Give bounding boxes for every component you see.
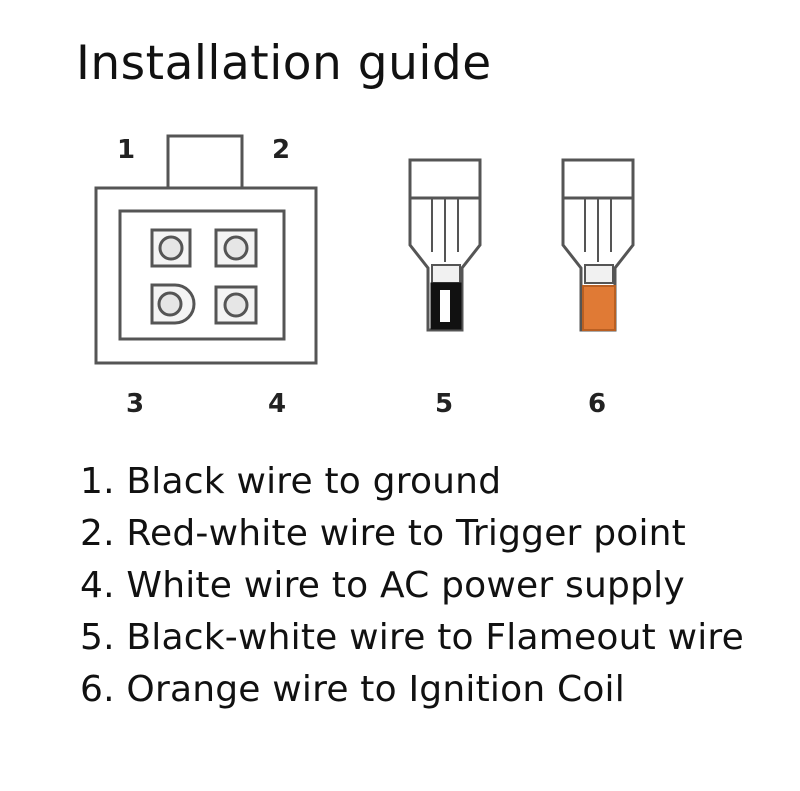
pin-3-socket <box>150 283 196 325</box>
instruction-item: 6. Orange wire to Ignition Coil <box>80 664 744 716</box>
instruction-number: 1. <box>80 461 115 502</box>
instruction-item: 4. White wire to AC power supply <box>80 560 744 612</box>
terminal-5 <box>408 158 482 332</box>
instruction-number: 6. <box>80 669 115 710</box>
instruction-number: 4. <box>80 565 115 606</box>
connector-face <box>118 209 286 341</box>
connector-tab <box>166 134 244 190</box>
instruction-item: 1. Black wire to ground <box>80 456 744 508</box>
terminal-6-insert <box>582 285 616 331</box>
terminal-6 <box>561 158 635 332</box>
instruction-number: 5. <box>80 617 115 658</box>
pin-label-6: 6 <box>588 389 606 419</box>
instruction-list: 1. Black wire to ground 2. Red-white wir… <box>80 456 744 716</box>
pin-label-4: 4 <box>268 389 286 419</box>
instruction-item: 5. Black-white wire to Flameout wire <box>80 612 744 664</box>
instruction-number: 2. <box>80 513 115 554</box>
wiring-diagram: 1 2 3 4 5 6 <box>94 134 635 419</box>
pin-label-2: 2 <box>272 135 290 165</box>
instruction-item: 2. Red-white wire to Trigger point <box>80 508 744 560</box>
instruction-text: Red-white wire to Trigger point <box>126 513 687 554</box>
page-title: Installation guide <box>76 36 492 91</box>
instruction-text: White wire to AC power supply <box>126 565 685 606</box>
instruction-text: Black-white wire to Flameout wire <box>126 617 744 658</box>
pin-label-3: 3 <box>126 389 144 419</box>
pin-4-socket <box>214 285 258 325</box>
pin-label-1: 1 <box>117 135 135 165</box>
instruction-text: Orange wire to Ignition Coil <box>126 669 625 710</box>
four-pin-connector <box>94 134 318 365</box>
pin-label-5: 5 <box>435 389 453 419</box>
pin-2-socket <box>214 228 258 268</box>
instruction-text: Black wire to ground <box>126 461 502 502</box>
pin-1-socket <box>150 228 192 268</box>
